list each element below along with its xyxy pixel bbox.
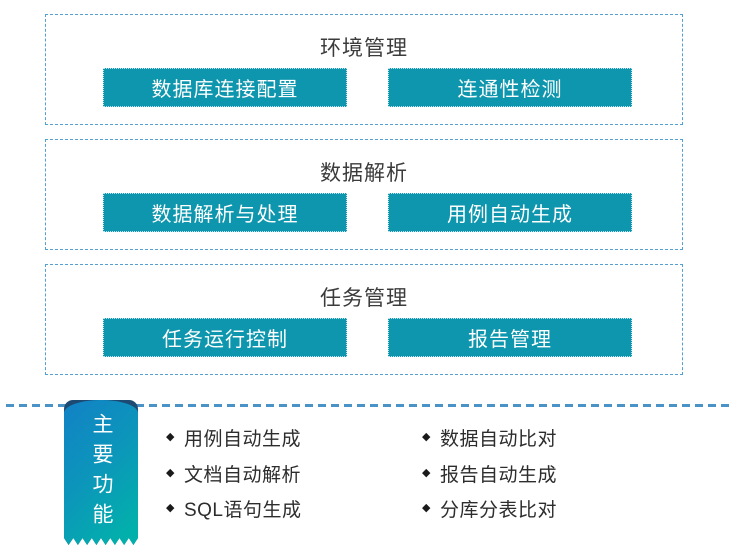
group-title: 环境管理 — [320, 37, 408, 60]
button-row: 数据库连接配置 连通性检测 — [103, 68, 632, 107]
dashed-separator-line — [6, 404, 731, 407]
feature-item: ◆ 用例自动生成 — [166, 420, 422, 456]
feature-item: ◆ 报告自动生成 — [422, 456, 557, 492]
feature-label: 用例自动生成 — [183, 429, 301, 451]
pill-data-parse-process: 数据解析与处理 — [103, 193, 347, 232]
diamond-bullet-icon: ◆ — [166, 431, 175, 444]
diamond-bullet-icon: ◆ — [422, 431, 431, 444]
ribbon-front — [64, 400, 138, 545]
button-row: 数据解析与处理 用例自动生成 — [103, 193, 632, 232]
pill-db-connection-config: 数据库连接配置 — [103, 68, 347, 107]
feature-label: 分库分表比对 — [439, 500, 557, 522]
feature-column-left: ◆ 用例自动生成 ◆ 文档自动解析 ◆ SQL语句生成 — [166, 420, 422, 527]
group-box-data-parsing: 数据解析 数据解析与处理 用例自动生成 — [45, 139, 683, 250]
diamond-bullet-icon: ◆ — [166, 466, 175, 479]
ribbon-label: 主要功能 — [90, 413, 113, 533]
main-features-ribbon: 主要功能 — [64, 400, 138, 545]
feature-label: 报告自动生成 — [439, 464, 557, 486]
feature-list: ◆ 用例自动生成 ◆ 文档自动解析 ◆ SQL语句生成 ◆ 数据自动比对 ◆ 报… — [166, 420, 557, 527]
group-title: 任务管理 — [320, 287, 408, 310]
feature-item: ◆ 数据自动比对 — [422, 420, 557, 456]
pill-case-auto-generate: 用例自动生成 — [388, 193, 632, 232]
pill-report-management: 报告管理 — [388, 318, 632, 357]
diamond-bullet-icon: ◆ — [422, 502, 431, 515]
feature-label: SQL语句生成 — [183, 500, 302, 522]
group-box-task-management: 任务管理 任务运行控制 报告管理 — [45, 264, 683, 375]
pill-connectivity-check: 连通性检测 — [388, 68, 632, 107]
button-row: 任务运行控制 报告管理 — [103, 318, 632, 357]
feature-item: ◆ 文档自动解析 — [166, 456, 422, 492]
feature-column-right: ◆ 数据自动比对 ◆ 报告自动生成 ◆ 分库分表比对 — [422, 420, 557, 527]
feature-item: ◆ 分库分表比对 — [422, 491, 557, 527]
diamond-bullet-icon: ◆ — [166, 502, 175, 515]
feature-item: ◆ SQL语句生成 — [166, 491, 422, 527]
feature-label: 文档自动解析 — [183, 464, 301, 486]
diamond-bullet-icon: ◆ — [422, 466, 431, 479]
group-title: 数据解析 — [320, 162, 408, 185]
pill-task-run-control: 任务运行控制 — [103, 318, 347, 357]
feature-label: 数据自动比对 — [439, 429, 557, 451]
group-box-environment-management: 环境管理 数据库连接配置 连通性检测 — [45, 14, 683, 125]
